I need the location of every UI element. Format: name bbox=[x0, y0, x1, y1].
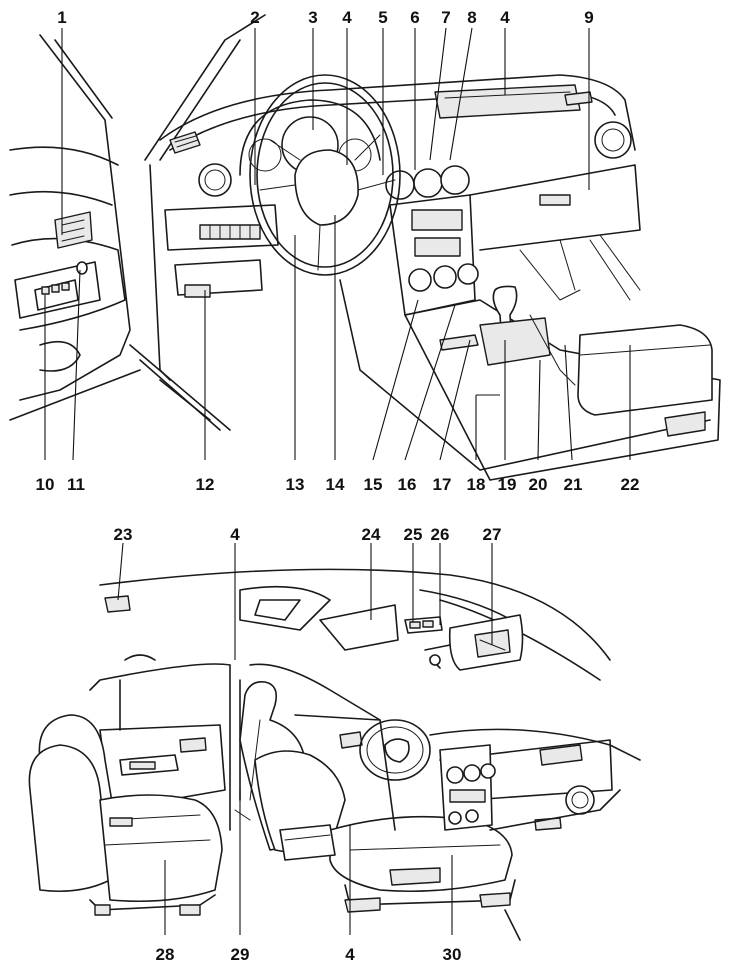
label-9: 9 bbox=[584, 8, 593, 27]
label-23: 23 bbox=[114, 525, 133, 544]
label-8: 8 bbox=[467, 8, 476, 27]
dashboard-illustration bbox=[9, 14, 721, 481]
label-4b: 4 bbox=[500, 8, 510, 27]
label-7: 7 bbox=[441, 8, 450, 27]
label-20: 20 bbox=[529, 475, 548, 494]
label-28: 28 bbox=[156, 945, 175, 964]
label-17: 17 bbox=[433, 475, 452, 494]
upper-leader-lines bbox=[44, 27, 631, 461]
label-15: 15 bbox=[364, 475, 383, 494]
label-4d: 4 bbox=[345, 945, 355, 964]
label-13: 13 bbox=[286, 475, 305, 494]
lower-top-labels: 23 4 24 25 26 27 bbox=[114, 525, 502, 544]
label-4: 4 bbox=[342, 8, 352, 27]
lower-leader-lines bbox=[117, 542, 493, 935]
lower-bottom-labels: 28 29 4 30 bbox=[156, 945, 462, 964]
label-27: 27 bbox=[483, 525, 502, 544]
label-21: 21 bbox=[564, 475, 583, 494]
upper-bottom-labels: 10 11 12 13 14 15 16 17 18 19 20 21 22 bbox=[36, 475, 640, 494]
label-12: 12 bbox=[196, 475, 215, 494]
label-6: 6 bbox=[410, 8, 419, 27]
upper-top-labels: 1 2 3 4 5 6 7 8 4 9 bbox=[57, 8, 593, 27]
label-26: 26 bbox=[431, 525, 450, 544]
label-5: 5 bbox=[378, 8, 387, 27]
label-2: 2 bbox=[250, 8, 259, 27]
label-1: 1 bbox=[57, 8, 66, 27]
label-19: 19 bbox=[498, 475, 517, 494]
label-18: 18 bbox=[467, 475, 486, 494]
label-30: 30 bbox=[443, 945, 462, 964]
label-16: 16 bbox=[398, 475, 417, 494]
label-14: 14 bbox=[326, 475, 345, 494]
label-4c: 4 bbox=[230, 525, 240, 544]
label-24: 24 bbox=[362, 525, 381, 544]
label-11: 11 bbox=[67, 475, 85, 494]
label-22: 22 bbox=[621, 475, 640, 494]
label-29: 29 bbox=[231, 945, 250, 964]
label-10: 10 bbox=[36, 475, 55, 494]
label-25: 25 bbox=[404, 525, 423, 544]
cabin-illustration bbox=[28, 568, 641, 941]
label-3: 3 bbox=[308, 8, 317, 27]
